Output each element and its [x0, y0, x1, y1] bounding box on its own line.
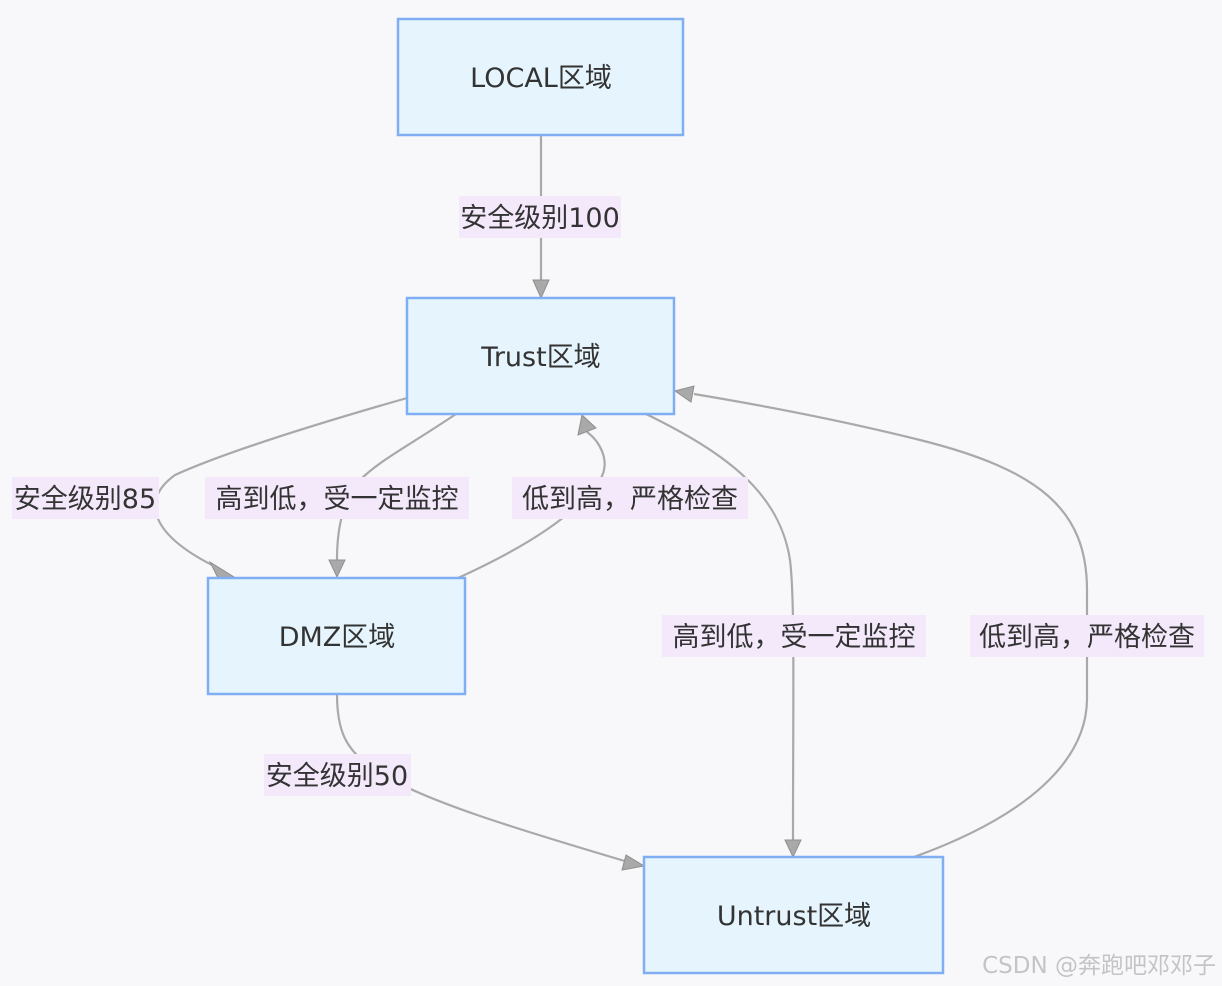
svg-text:Untrust区域: Untrust区域 — [717, 901, 871, 932]
edge-label-trust-dmz-down: 高到低，受一定监控 — [205, 477, 469, 519]
arrow-icon — [208, 560, 236, 579]
svg-text:安全级别100: 安全级别100 — [460, 203, 620, 234]
arrow-icon — [577, 414, 597, 436]
svg-text:低到高，严格检查: 低到高，严格检查 — [522, 484, 738, 515]
svg-text:LOCAL区域: LOCAL区域 — [470, 63, 612, 94]
svg-text:高到低，受一定监控: 高到低，受一定监控 — [216, 484, 459, 515]
arrow-icon — [532, 279, 550, 300]
watermark: CSDN @奔跑吧邓邓子 — [982, 953, 1216, 979]
edge-label-dmz-untrust-level: 安全级别50 — [264, 754, 411, 796]
svg-text:高到低，受一定监控: 高到低，受一定监控 — [673, 622, 916, 653]
edge-label-trust-dmz-level: 安全级别85 — [12, 477, 159, 519]
svg-text:低到高，严格检查: 低到高，严格检查 — [979, 622, 1195, 653]
edge-trust-dmz-level — [154, 396, 408, 579]
arrow-icon — [621, 854, 646, 871]
svg-text:DMZ区域: DMZ区域 — [279, 622, 396, 653]
svg-text:安全级别50: 安全级别50 — [266, 761, 408, 792]
edge-untrust-trust-up — [673, 385, 1089, 859]
node-local: LOCAL区域 — [396, 17, 685, 137]
edge-label-untrust-trust-up: 低到高，严格检查 — [970, 615, 1204, 657]
edge-label-local-trust: 安全级别100 — [459, 196, 621, 238]
edge-label-dmz-trust-up: 低到高，严格检查 — [512, 477, 748, 519]
node-dmz: DMZ区域 — [206, 576, 467, 696]
arrow-icon — [784, 839, 802, 859]
edge-label-trust-untrust-down: 高到低，受一定监控 — [662, 615, 926, 657]
node-untrust: Untrust区域 — [642, 855, 945, 975]
arrow-icon — [673, 385, 695, 403]
arrow-icon — [328, 559, 346, 579]
node-trust: Trust区域 — [405, 296, 676, 416]
svg-text:安全级别85: 安全级别85 — [14, 484, 156, 515]
svg-text:Trust区域: Trust区域 — [480, 342, 600, 373]
edge-trust-untrust-down — [645, 413, 802, 859]
